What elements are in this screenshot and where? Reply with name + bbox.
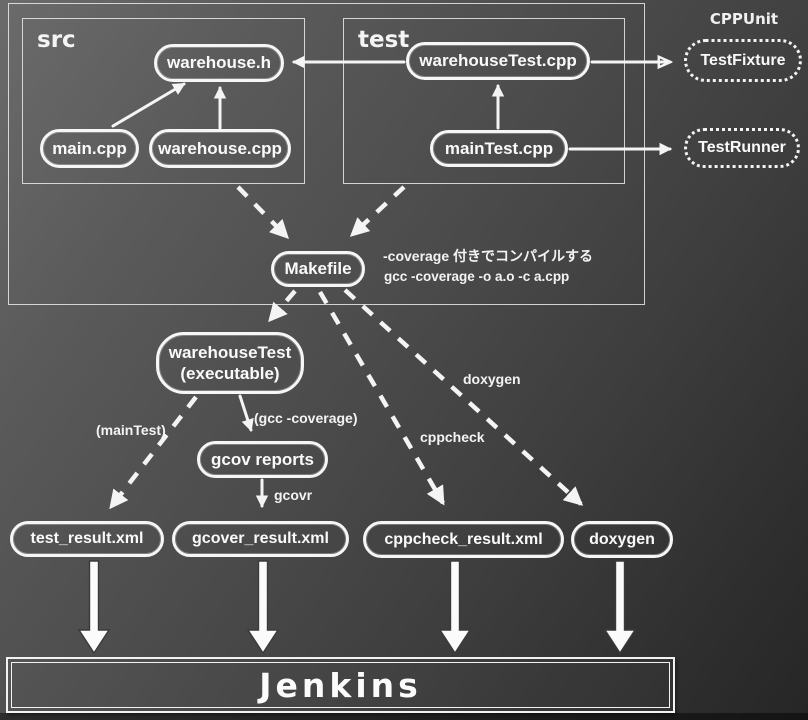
node-warehousetest-executable: warehouseTest (executable) [156,332,304,394]
block-arrow-gcoverresult-to-jenkins [246,560,280,655]
node-doxygen-output-label: doxygen [589,530,655,548]
node-main-cpp: main.cpp [40,129,139,168]
node-gcover-result-xml-label: gcover_result.xml [192,530,329,547]
node-cppcheck-result-xml-label: cppcheck_result.xml [384,530,543,548]
bottom-shadow-strip [0,713,808,720]
block-arrow-testresult-to-jenkins [77,560,111,655]
node-makefile: Makefile [271,251,365,287]
test-box-label: test [358,27,410,53]
node-test-result-xml: test_result.xml [10,521,164,557]
node-makefile-label: Makefile [284,259,352,278]
jenkins-bar: Jenkins [6,657,675,713]
label-doxygen: doxygen [463,371,521,387]
edge-executable-to-gcovreports [238,394,254,432]
block-arrow-cppcheckresult-to-jenkins [438,560,472,655]
node-gcover-result-xml: gcover_result.xml [172,521,349,557]
node-warehousetest-executable-line1: warehouseTest [168,342,292,362]
label-maintest: (mainTest) [96,422,166,438]
node-test-result-xml-label: test_result.xml [30,530,144,547]
node-doxygen-output: doxygen [571,521,673,558]
cppunit-label: CPPUnit [709,10,779,28]
node-warehouse-cpp: warehouse.cpp [149,129,291,168]
src-box-label: src [37,27,76,53]
node-testfixture: TestFixture [684,39,802,82]
node-gcov-reports: gcov reports [197,441,328,478]
edge-makefile-to-doxygen [343,288,584,506]
node-warehousetest-cpp: warehouseTest.cpp [406,42,590,80]
node-cppcheck-result-xml: cppcheck_result.xml [363,521,564,558]
node-warehouse-h: warehouse.h [154,44,284,82]
node-maintest-cpp-label: mainTest.cpp [444,138,554,158]
test-box: test [343,18,625,184]
makefile-note-line2: gcc -coverage -o a.o -c a.cpp [384,269,570,284]
node-testrunner-label: TestRunner [698,139,786,156]
block-arrow-doxygen-to-jenkins [603,560,637,655]
jenkins-label: Jenkins [259,665,422,705]
edge-makefile-to-cppcheckresult [318,290,445,506]
label-cppcheck: cppcheck [420,429,485,445]
jenkins-bar-inner: Jenkins [11,662,670,708]
node-warehouse-cpp-label: warehouse.cpp [158,138,282,158]
edge-executable-to-testresult [109,395,198,510]
makefile-note-line1: -coverage 付きでコンパイルする [383,248,594,264]
node-warehouse-h-label: warehouse.h [167,53,271,72]
node-main-cpp-label: main.cpp [52,138,127,158]
node-warehousetest-cpp-label: warehouseTest.cpp [419,51,577,70]
src-box: src [22,18,305,184]
label-gcc-coverage: (gcc -coverage) [254,410,358,426]
node-testrunner: TestRunner [684,128,800,168]
node-gcov-reports-label: gcov reports [211,449,314,469]
node-maintest-cpp: mainTest.cpp [430,130,568,167]
label-gcovr: gcovr [274,487,313,503]
node-warehousetest-executable-line2: (executable) [180,364,280,383]
node-testfixture-label: TestFixture [700,51,786,69]
